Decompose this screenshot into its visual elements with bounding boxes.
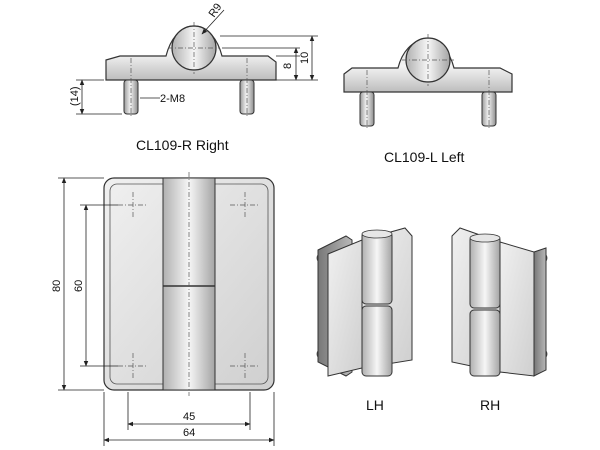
dim-60-label: 60 (73, 280, 85, 292)
front-view (58, 172, 275, 446)
dim-45-label: 45 (183, 411, 195, 423)
side-view-right (76, 9, 318, 118)
dim-80-label: 80 (51, 280, 63, 292)
dim-radius-label: R9 (207, 1, 225, 19)
dim-10-label: 10 (299, 52, 311, 64)
side-view-left (343, 34, 513, 130)
caption-right: CL109-R Right (136, 137, 229, 153)
caption-rh: RH (480, 397, 500, 413)
dim-64-label: 64 (183, 427, 195, 439)
dim-14-label: (14) (69, 86, 81, 106)
dim-8-label: 8 (282, 63, 294, 69)
caption-left: CL109-L Left (384, 149, 465, 165)
caption-lh: LH (366, 397, 384, 413)
dim-thread-label: 2-M8 (160, 93, 185, 105)
rh-hinge-render (451, 227, 548, 377)
lh-hinge-render (316, 227, 413, 377)
